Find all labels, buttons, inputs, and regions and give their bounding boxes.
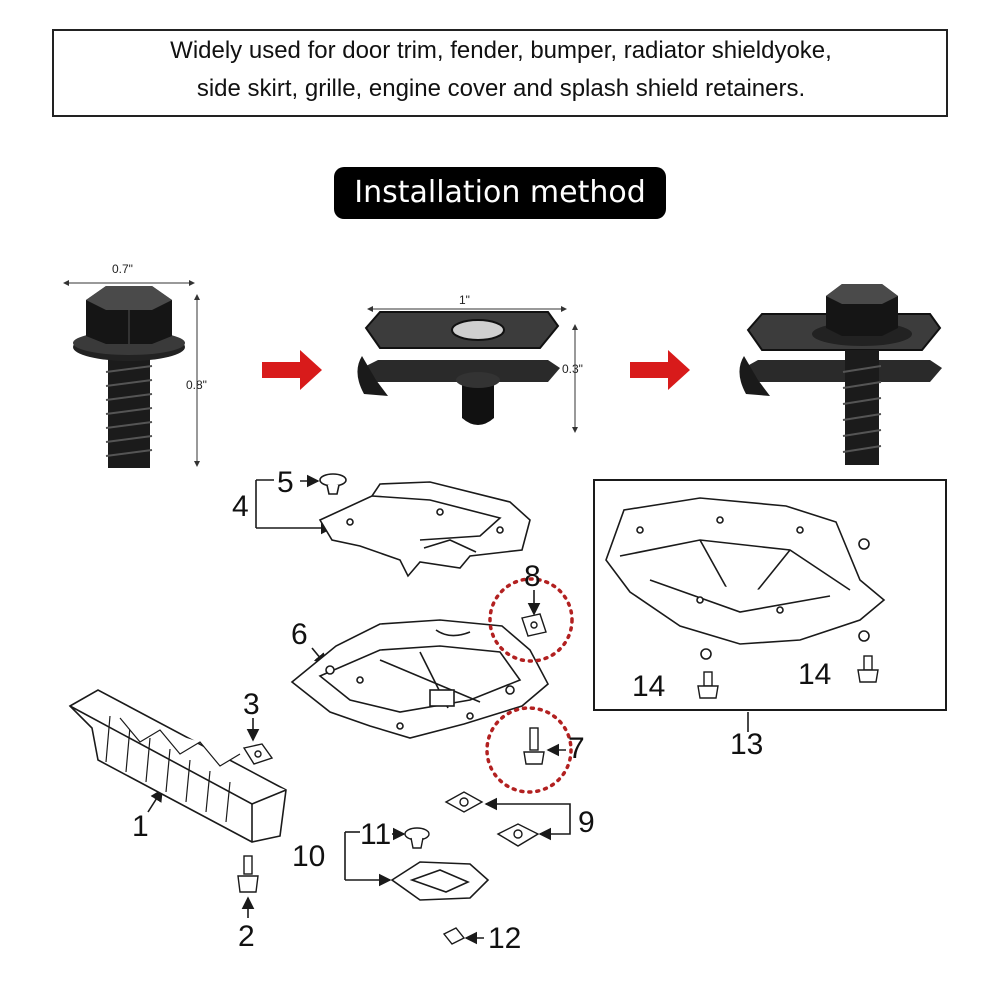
small-u-clip-part [521,613,547,637]
right-arrow-icon-2 [630,350,690,390]
callout-1: 1 [132,810,149,843]
small-shield-part [390,861,490,901]
assembled-clip-icon [739,284,942,465]
callout-10: 10 [292,840,326,873]
u-clip-nut-icon [357,311,560,425]
description-line-2: side skirt, grille, engine cover and spl… [196,75,806,102]
highlight-circle-8 [488,577,574,663]
bolt-parts-14 [697,655,879,699]
description-text: Widely used for door trim, fender, bumpe… [95,32,907,108]
clip-width-label: 1" [459,293,470,307]
clip-nut-part [242,743,274,765]
callout-14-left: 14 [632,670,666,703]
small-bolt-part [523,727,545,765]
callout-7: 7 [568,732,585,765]
callout-5: 5 [277,466,294,499]
description-box [52,29,948,117]
callout-2: 2 [238,920,255,953]
main-undertray-part [290,619,550,739]
right-arrow-icon [262,350,322,390]
clip-dimension-lines [367,306,578,433]
bolt-width-label: 0.7" [112,262,133,276]
description-line-1: Widely used for door trim, fender, bumpe… [170,37,832,64]
callout-9: 9 [578,806,595,839]
clip-part-12 [442,927,466,945]
pin-part-11 [404,827,430,849]
bolt-dimension-lines [63,280,200,467]
callout-12: 12 [488,922,522,955]
highlight-circle-7 [485,706,573,794]
hex-bolt-icon [73,286,185,468]
bumper-bracket-part [68,689,287,843]
callout-14-right: 14 [798,658,832,691]
callout-3: 3 [243,688,260,721]
callout-11: 11 [360,818,392,851]
callout-8: 8 [524,560,541,593]
section-title: Installation method [334,167,666,219]
grommet-parts [444,791,540,847]
callout-13: 13 [730,728,764,761]
callout-6: 6 [291,618,308,651]
bolt-part-2 [237,855,259,893]
push-pin-part [319,473,347,495]
front-shield-part [318,481,531,578]
callout-4: 4 [232,490,249,523]
callout-lines [147,474,858,945]
engine-undercover-part [605,497,886,660]
